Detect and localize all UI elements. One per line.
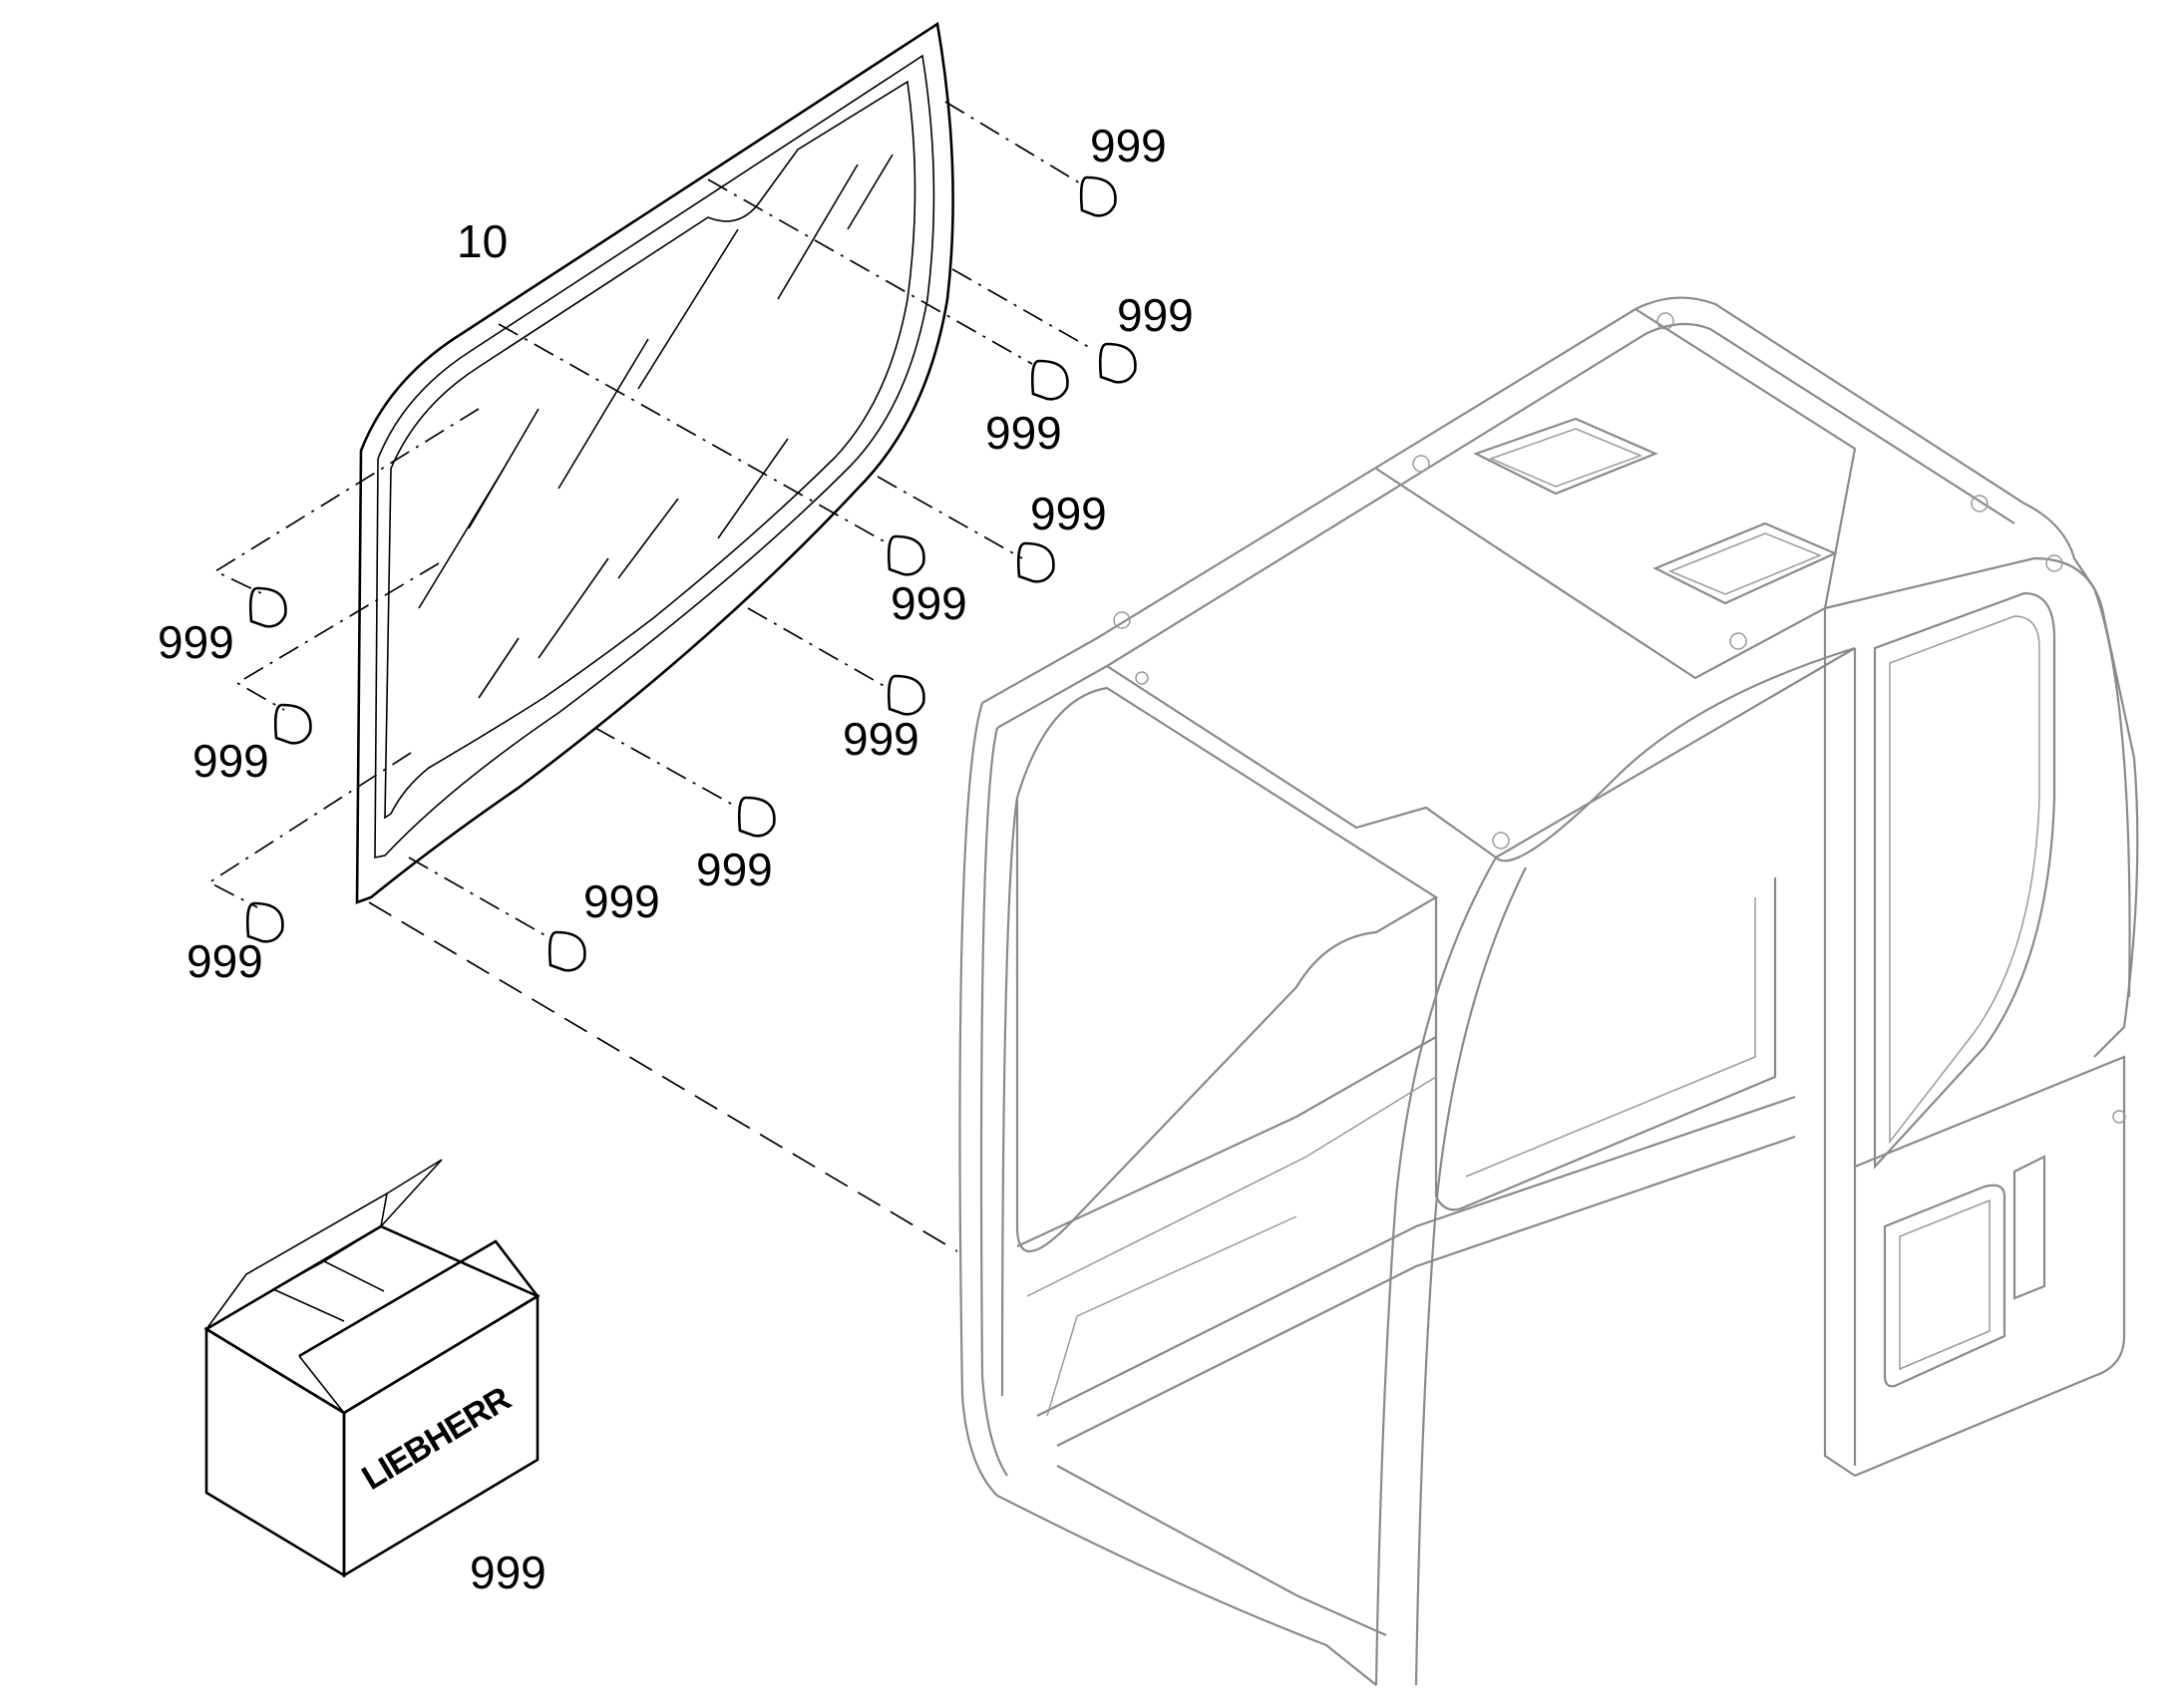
label-999-6: 999 (843, 713, 919, 765)
label-part-10: 10 (457, 215, 508, 267)
part-labels: 10 999 999 999 999 999 999 999 999 999 9… (158, 120, 1194, 1598)
label-999-1: 999 (1090, 120, 1167, 171)
label-999-10: 999 (192, 735, 269, 787)
label-999-2: 999 (1117, 289, 1194, 341)
label-999-3: 999 (985, 407, 1062, 459)
cab-frame (958, 296, 2139, 1686)
label-999-4: 999 (1030, 488, 1107, 539)
plug-parts (245, 175, 1137, 972)
label-999-9: 999 (158, 616, 234, 668)
box-logo: LIEBHERR (356, 1380, 518, 1498)
leader-lines (207, 101, 1093, 1252)
label-999-11: 999 (186, 935, 263, 987)
label-999-box: 999 (470, 1546, 546, 1598)
parts-kit-box: LIEBHERR (203, 1159, 541, 1578)
window-glass-pane (355, 21, 954, 904)
label-999-7: 999 (696, 844, 773, 895)
label-999-5: 999 (891, 577, 967, 629)
label-999-8: 999 (583, 875, 660, 927)
